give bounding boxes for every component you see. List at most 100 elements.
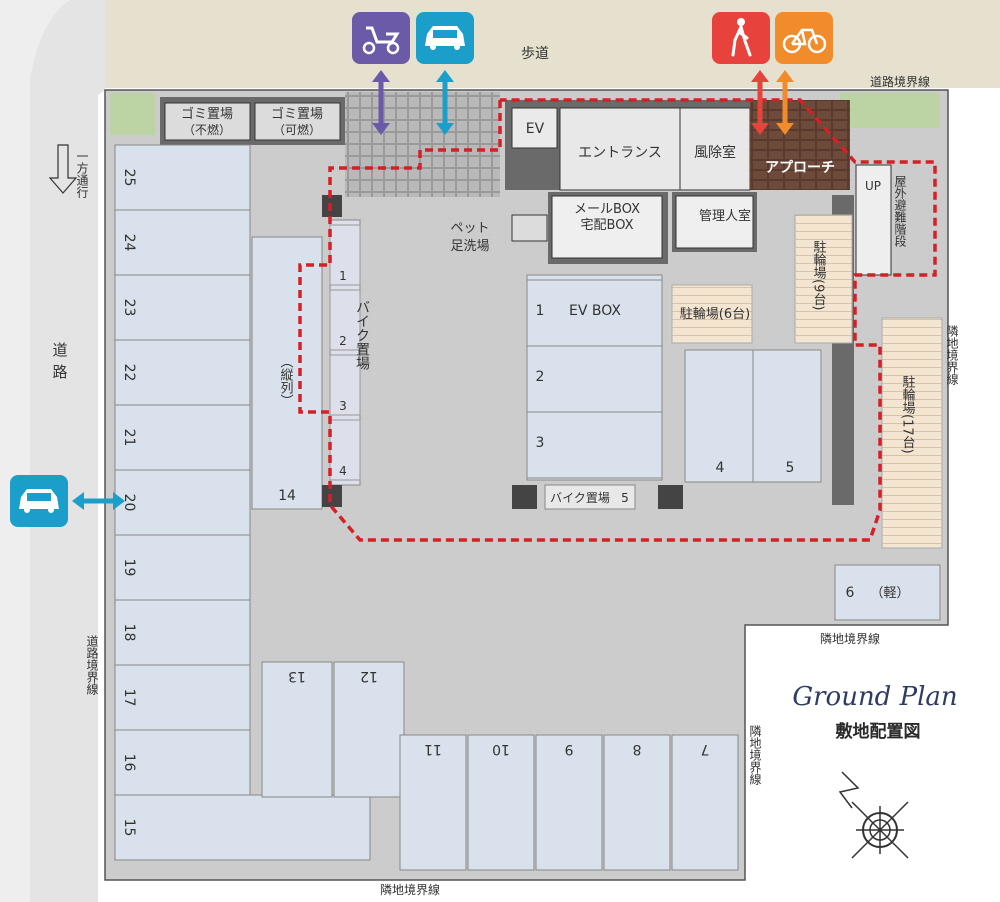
parking-space-6 xyxy=(834,564,941,621)
sidewalk-area xyxy=(105,0,1000,88)
parking-space-19 xyxy=(114,534,251,601)
compass-icon xyxy=(838,771,909,859)
garbage-nonburn-sub: （不燃） xyxy=(183,122,231,137)
parking-space-18 xyxy=(114,599,251,666)
bicycle-parking-6 xyxy=(671,284,753,344)
parking-number-24: 24 xyxy=(121,234,137,252)
parking-space-16 xyxy=(114,729,251,796)
ev-number-3: 3 xyxy=(536,435,545,451)
parking-number-23: 23 xyxy=(121,299,137,317)
parking-space-21 xyxy=(114,404,251,471)
parking-space-25 xyxy=(114,144,251,211)
bike-slot-number-4: 4 xyxy=(339,464,347,478)
parking-space-5 xyxy=(752,349,822,483)
parking-space-22 xyxy=(114,339,251,406)
parking-number-25: 25 xyxy=(121,169,137,187)
bicycle-6-label: 駐輪場(6台) xyxy=(680,306,750,322)
ev-box-label: EV BOX xyxy=(569,303,621,319)
tiled-walkway xyxy=(345,92,500,197)
garbage-burn-sub: （可燃） xyxy=(273,122,321,137)
parking-number-18: 18 xyxy=(121,624,137,642)
neighbor-boundary-right2-label: 隣地境界線 xyxy=(748,724,762,785)
title-jp: 敷地配置図 xyxy=(836,721,921,742)
motorbike-arrow xyxy=(372,70,390,135)
road-boundary-left-label: 道路境界線 xyxy=(85,635,99,695)
bicycle-parking-9 xyxy=(794,214,853,344)
parking-number-19: 19 xyxy=(121,559,137,577)
one-way-arrow xyxy=(48,144,78,194)
car-arrow xyxy=(436,70,454,135)
bicycle-arrow xyxy=(776,70,794,135)
parking-space-13 xyxy=(261,661,333,798)
ev-slots: 123 xyxy=(526,279,663,479)
road-label: 道 xyxy=(52,341,67,359)
parking-number-21: 21 xyxy=(121,429,137,447)
bicycle-9-label: 駐輪場(9台) xyxy=(811,240,827,310)
ev-parking-block xyxy=(526,274,663,481)
neighbor-boundary-mid-label: 隣地境界線 xyxy=(820,631,880,646)
parking-space-8 xyxy=(603,734,671,871)
entrance-label: エントランス xyxy=(578,145,662,161)
pedestrian-icon xyxy=(712,12,770,64)
parking-number-17: 17 xyxy=(121,689,137,707)
garbage-nonburn-label: ゴミ置場 xyxy=(181,106,233,122)
parking-number-4: 4 xyxy=(716,460,725,476)
parking-number-22: 22 xyxy=(121,364,137,382)
bike-slot-2 xyxy=(329,289,361,351)
road-boundary-top-label: 道路境界線 xyxy=(870,74,930,89)
car-icon xyxy=(416,12,474,64)
car-icon xyxy=(10,475,68,527)
bike-slot-5: 5 xyxy=(621,491,629,505)
one-way-label: 一方通行 xyxy=(75,150,89,198)
title-en: Ground Plan xyxy=(792,682,957,712)
mailbox-label: メールBOX xyxy=(574,202,640,217)
parking-space-17 xyxy=(114,664,251,731)
parking-number-9: 9 xyxy=(565,741,574,757)
bike-parking-label: バイク置場 xyxy=(354,300,370,370)
outdoor-stairs-label: 屋外避難階段 xyxy=(893,175,907,248)
motorbike-icon xyxy=(352,12,410,64)
bicycle-17-label: 駐輪場(17台) xyxy=(900,375,916,454)
parking-number-8: 8 xyxy=(633,741,642,757)
ev-space-3 xyxy=(526,411,663,479)
parking-space-20 xyxy=(114,469,251,536)
tandem-label: （縦列） xyxy=(278,355,294,407)
bike-slot-number-1: 1 xyxy=(339,269,347,283)
ev-number-2: 2 xyxy=(536,369,545,385)
parking-number-20: 20 xyxy=(121,494,137,512)
parking-number-10: 10 xyxy=(492,741,510,757)
manager-label: 管理人室 xyxy=(699,208,751,224)
parking-space-11 xyxy=(399,734,467,871)
parking-number-11: 11 xyxy=(424,741,442,757)
parking-number-15: 15 xyxy=(121,819,137,837)
approach-area xyxy=(750,100,850,190)
parking-space-9 xyxy=(535,734,603,871)
road-label-2: 路 xyxy=(52,363,67,381)
bicycle-icon xyxy=(775,12,833,64)
car-entry-arrow xyxy=(72,492,125,510)
parking-space-15 xyxy=(114,794,371,861)
pedestrian-arrow xyxy=(751,70,769,135)
pedestrian-route xyxy=(298,98,937,542)
approach-label: アプローチ xyxy=(765,160,835,176)
kei-label: （軽） xyxy=(870,586,909,601)
parking-space-14 xyxy=(251,236,323,510)
pet-wash-label-2: 足洗場 xyxy=(450,239,489,254)
parking-space-10 xyxy=(467,734,535,871)
parking-space-12 xyxy=(333,661,405,798)
deliverybox-label: 宅配BOX xyxy=(581,218,634,233)
parking-space-7 xyxy=(671,734,739,871)
parking-number-7: 7 xyxy=(701,741,710,757)
bike-slot-3 xyxy=(329,354,361,416)
parking-space-4 xyxy=(684,349,754,483)
neighbor-boundary-bottom-label: 隣地境界線 xyxy=(380,882,440,897)
parking-number-13: 13 xyxy=(288,668,306,684)
parking-number-16: 16 xyxy=(121,754,137,772)
bike-slot-number-2: 2 xyxy=(339,334,347,348)
bicycle-parking-17 xyxy=(881,317,943,549)
bike-parking-small-label: バイク置場 xyxy=(550,491,610,505)
parking-number-14: 14 xyxy=(278,488,296,504)
